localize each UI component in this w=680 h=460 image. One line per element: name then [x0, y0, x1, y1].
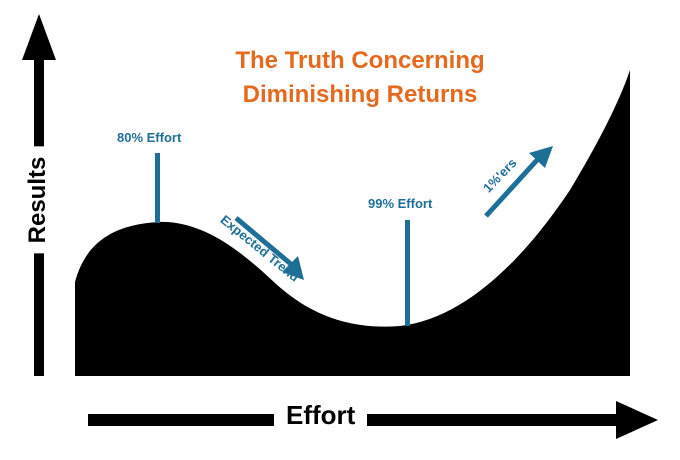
effort-80-marker-line [155, 153, 160, 223]
up-right-arrow-icon [484, 146, 553, 218]
results-curve-area [75, 70, 630, 376]
effort-99-marker-line [405, 220, 410, 326]
x-axis-arrow-icon [88, 401, 658, 439]
y-axis-label: Results [24, 146, 52, 254]
title-line-2: Diminishing Returns [242, 81, 478, 108]
effort-80-label: 80% Effort [117, 130, 182, 145]
title-line-1: The Truth Concerning [235, 47, 485, 74]
effort-99-label: 99% Effort [368, 196, 433, 211]
x-axis-label: Effort [274, 400, 368, 431]
diagram-title: The Truth Concerning Diminishing Returns [190, 44, 530, 112]
down-right-arrow-icon [234, 216, 304, 280]
